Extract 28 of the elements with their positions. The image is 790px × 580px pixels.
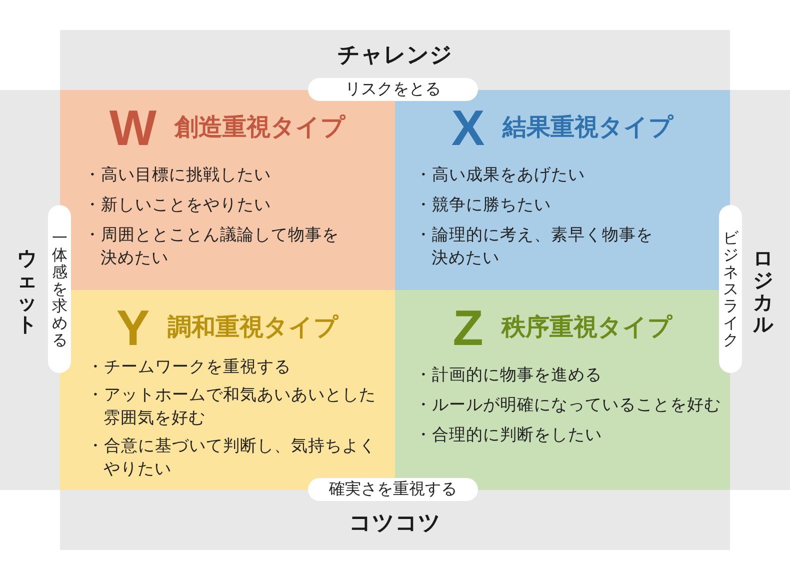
axis-label: ロジカル [753, 248, 773, 336]
bullet-item: ・アットホームで和気あいあいとした雰囲気を好む [87, 385, 377, 429]
bullet-item: ・合意に基づいて判断し、気持ちよくやりたい [87, 436, 377, 480]
type-title: 秩序重視タイプ [501, 316, 672, 340]
axis-label: コツコツ [349, 509, 441, 537]
bullet-item: ・合理的に判断をしたい [415, 425, 602, 446]
bullet-item: ・高い成果をあげたい [415, 165, 585, 186]
type-letter: W [109, 103, 157, 153]
bullet-item: ・高い目標に挑戦したい [84, 165, 271, 186]
bullet-item: ・ルールが明確になっていることを好む [415, 395, 721, 416]
type-title: 調和重視タイプ [168, 316, 339, 340]
type-letter: Y [116, 303, 150, 353]
bullet-item: ・論理的に考え、素早く物事を決めたい [415, 225, 654, 269]
bullet-item: ・競争に勝ちたい [415, 195, 551, 216]
axis-pill-label: 一体感を求める [48, 205, 71, 373]
axis-pill-label: 確実さを重視する [308, 478, 478, 501]
bullet-item: ・計画的に物事を進める [415, 365, 602, 386]
axis-pill-label: ビジネスライク [719, 205, 742, 373]
axis-label: ウェット [17, 248, 37, 336]
axis-label: チャレンジ [338, 41, 452, 69]
axis-pill-label: リスクをとる [308, 78, 478, 101]
bullet-item: ・周囲ととことん議論して物事を決めたい [84, 225, 340, 269]
bullet-item: ・チームワークを重視する [87, 357, 291, 378]
bullet-item: ・新しいことをやりたい [84, 195, 271, 216]
type-letter: Z [452, 303, 484, 353]
type-letter: X [451, 103, 485, 153]
type-title: 結果重視タイプ [502, 116, 674, 140]
type-title: 創造重視タイプ [174, 116, 346, 140]
